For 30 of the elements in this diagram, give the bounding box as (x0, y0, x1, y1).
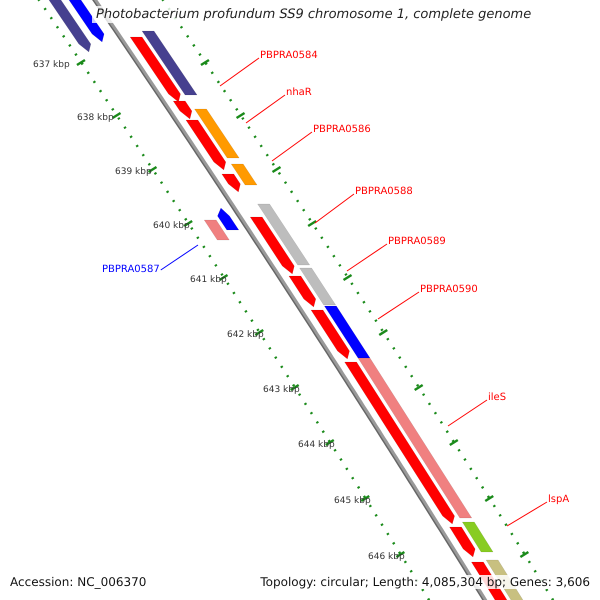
gene-label: PBPRA0584 (260, 50, 318, 62)
scale-label: 637 kbp (33, 60, 70, 71)
leader-line (272, 132, 312, 162)
gene-label: PBPRA0590 (420, 284, 478, 296)
gene-label: PBPRA0586 (313, 124, 371, 136)
leader-line (346, 244, 388, 272)
leader-line (246, 94, 286, 124)
gene-label: nhaR (286, 87, 312, 99)
scale-label: 642 kbp (227, 330, 264, 341)
scale-label: 644 kbp (298, 440, 335, 451)
gene-label: ileS (488, 392, 506, 404)
gene-label: lspA (548, 494, 570, 506)
scale-label: 641 kbp (190, 275, 227, 286)
leader-line (220, 58, 260, 86)
scale-label: 643 kbp (263, 385, 300, 396)
leader-line (378, 292, 420, 320)
scale-label: 646 kbp (368, 552, 405, 563)
scale-label: 638 kbp (77, 113, 114, 124)
leader-line (314, 194, 354, 224)
gene-label: PBPRA0588 (355, 186, 413, 198)
leader-line (448, 400, 488, 426)
gene-label: PBPRA0587 (102, 264, 160, 276)
leader-line (506, 502, 548, 526)
gene-label: PBPRA0589 (388, 236, 446, 248)
scale-label: 639 kbp (115, 167, 152, 178)
genome-info-text: Topology: circular; Length: 4,085,304 bp; Genes: 3,606 (260, 575, 590, 589)
scale-label: 640 kbp (153, 221, 190, 232)
leader-line (160, 244, 198, 270)
scale-label: 645 kbp (334, 496, 371, 507)
accession-text: Accession: NC_006370 (10, 575, 146, 589)
